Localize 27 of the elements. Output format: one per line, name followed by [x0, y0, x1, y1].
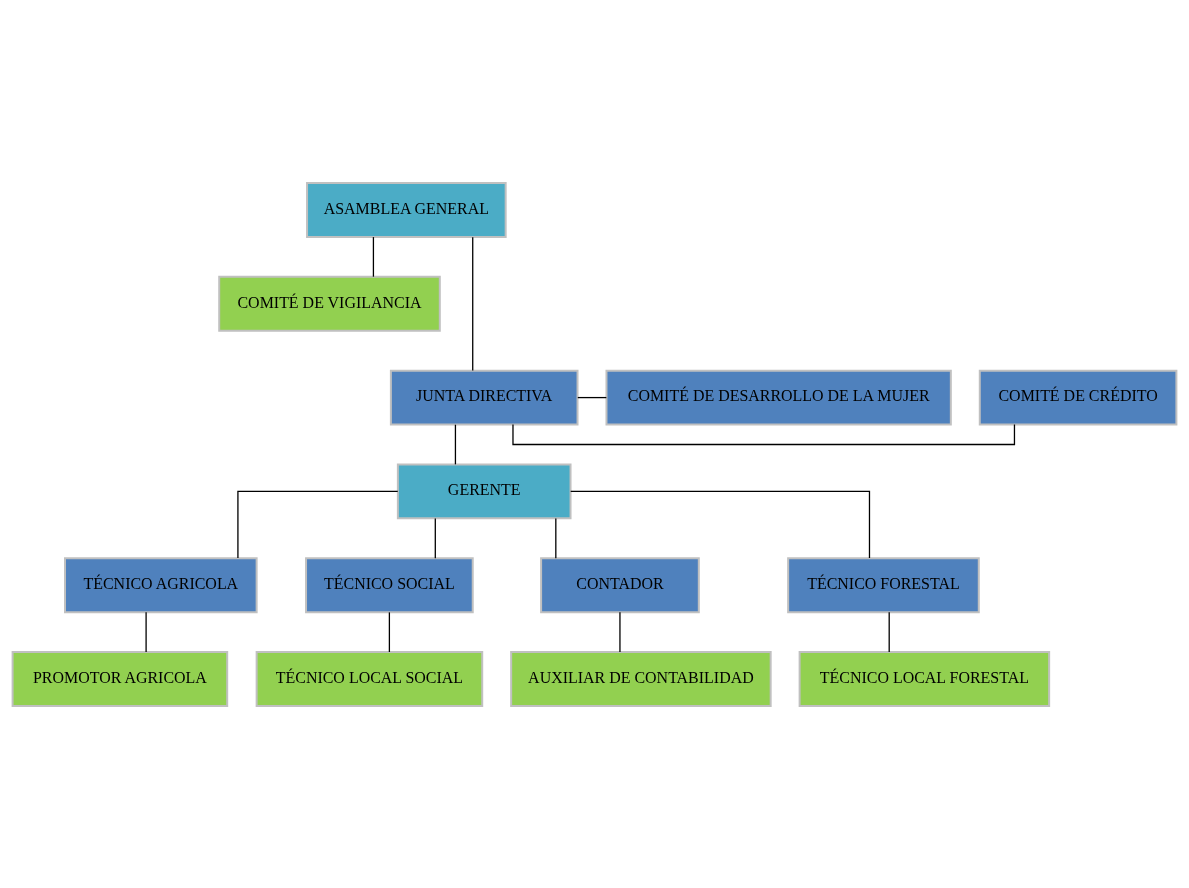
connector [237, 490, 399, 559]
connector [372, 235, 375, 277]
node-box: COMITÉ DE DESARROLLO DE LA MUJER [605, 369, 952, 426]
node-box: JUNTA DIRECTIVA [389, 369, 579, 426]
connector [888, 611, 890, 653]
connector [454, 423, 457, 465]
node-box: ASAMBLEA GENERAL [306, 181, 507, 238]
node-box: CONTADOR [540, 556, 700, 613]
node-box: TÉCNICO FORESTAL [787, 556, 980, 613]
connector [512, 423, 1016, 445]
node-box: PROMOTOR AGRICOLA [11, 650, 229, 707]
connector [434, 517, 436, 559]
connector [577, 396, 607, 398]
node-box: TÉCNICO LOCAL SOCIAL [255, 650, 484, 707]
connector [570, 490, 871, 559]
node-box: TÉCNICO SOCIAL [305, 556, 474, 613]
connector [388, 611, 391, 653]
connector [145, 611, 147, 653]
node-box: GERENTE [396, 462, 572, 519]
node-box: TÉCNICO AGRICOLA [64, 556, 258, 613]
connector [619, 611, 621, 653]
node-box: AUXILIAR DE CONTABILIDAD [510, 650, 772, 707]
connector [555, 517, 557, 559]
node-box: COMITÉ DE VIGILANCIA [218, 275, 441, 332]
node-box: TÉCNICO LOCAL FORESTAL [798, 650, 1051, 707]
node-box: COMITÉ DE CRÉDITO [978, 369, 1178, 426]
connector [472, 236, 474, 371]
